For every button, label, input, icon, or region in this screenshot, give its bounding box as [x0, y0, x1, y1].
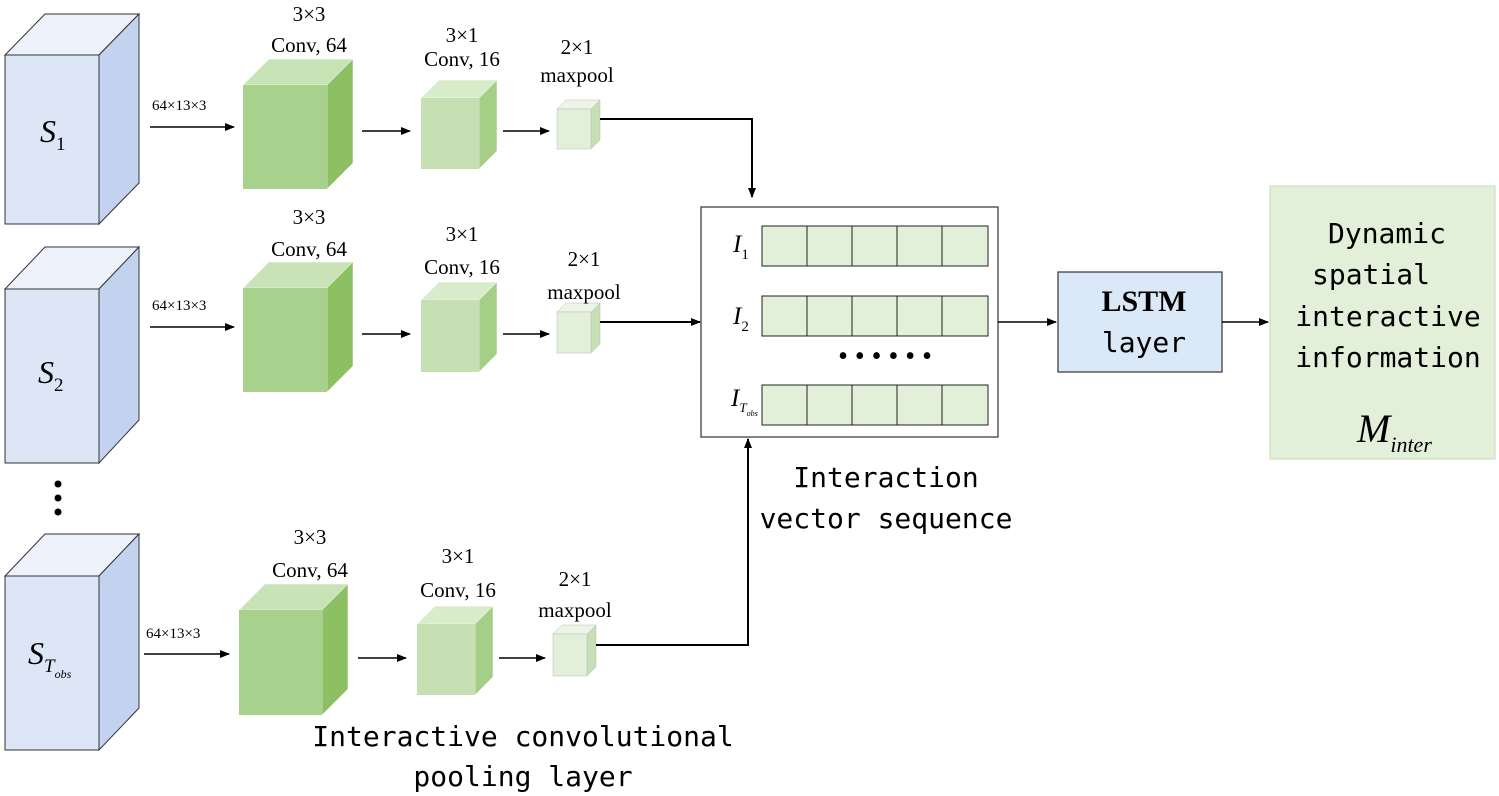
pool-side [590, 302, 601, 354]
conv1-kernel: 3×3 [294, 525, 327, 549]
interaction-vector-box: I1 I2 • • • • • • ITobs [700, 206, 999, 438]
vector-cell [896, 295, 943, 337]
conv2-front [421, 300, 479, 372]
input-block-s-tobs: STobs [3, 532, 141, 752]
pool-block [552, 624, 597, 677]
lstm-box [1057, 271, 1223, 373]
conv2-front [421, 98, 479, 169]
pool-side [586, 624, 597, 677]
output-line-3: interactive [1295, 300, 1480, 333]
conv1-front [239, 610, 322, 715]
vector-cell [761, 225, 808, 267]
input-dims-label: 64×13×3 [152, 98, 206, 114]
pool-label: maxpool [540, 63, 614, 87]
conv1-block [242, 261, 354, 393]
pool-block [556, 99, 601, 150]
vector-cell [761, 384, 808, 426]
interaction-caption-line2: vector sequence [760, 502, 1013, 535]
input-dims-label: 64×13×3 [146, 626, 200, 642]
input-dims-label: 64×13×3 [152, 298, 206, 314]
vector-cell [851, 384, 898, 426]
output-symbol: Minter [1356, 406, 1432, 457]
pool-kernel: 2×1 [561, 35, 594, 59]
vector-cell [806, 225, 853, 267]
pool-front [556, 311, 592, 354]
conv2-kernel: 3×1 [446, 222, 479, 246]
vector-row-label: I1 [732, 231, 749, 263]
conv2-block [416, 605, 494, 696]
conv2-front [417, 624, 475, 695]
output-box-bg [1269, 185, 1496, 460]
vector-row-label: I2 [732, 303, 749, 335]
arrow-pool-to-interaction [600, 118, 756, 198]
input-label: STobs [28, 635, 72, 681]
pool-side [590, 99, 601, 150]
input-block-front [4, 575, 100, 751]
interaction-caption-line1: Interaction [793, 461, 978, 494]
input-block-s1: S1 [3, 12, 141, 226]
conv2-label: Conv, 16 [424, 47, 500, 71]
input-label: S2 [38, 354, 64, 396]
output-line-1: Dynamic [1328, 217, 1446, 250]
conv2-kernel: 3×1 [446, 23, 479, 47]
vector-cell [896, 225, 943, 267]
ellipsis-dot [54, 480, 62, 488]
vector-cell [761, 295, 808, 337]
branch-1: S1 64×13×3 3×3 Conv, 64 3×1 Conv, 16 2×1… [3, 2, 756, 226]
vector-cell [806, 295, 853, 337]
output-box: Dynamic spatial interactive information … [1269, 185, 1496, 460]
conv2-label: Conv, 16 [420, 578, 496, 602]
conv2-block [420, 79, 498, 170]
output-line-4: information [1295, 341, 1480, 374]
branch-2: S2 64×13×3 3×3 Conv, 64 3×1 Conv, 16 2×1… [3, 205, 701, 465]
input-block-front [4, 288, 100, 464]
layer-caption-line1: Interactive convolutional [312, 720, 733, 753]
pool-front [552, 633, 588, 677]
vector-cell [941, 384, 989, 426]
conv1-label: Conv, 64 [271, 33, 347, 57]
conv1-label: Conv, 64 [271, 237, 347, 261]
lstm-layer-box: LSTM layer [1057, 271, 1223, 373]
vector-row-label: ITobs [730, 385, 758, 418]
vector-cell [851, 295, 898, 337]
vertical-ellipsis [54, 480, 62, 516]
conv2-block [420, 281, 498, 373]
input-block-front [4, 54, 100, 225]
vector-cell [941, 295, 989, 337]
conv2-label: Conv, 16 [424, 255, 500, 279]
ellipsis-dot [54, 494, 62, 502]
arrow-pool-to-interaction [596, 438, 752, 646]
pool-block [556, 302, 601, 354]
vector-cell [806, 384, 853, 426]
conv1-label: Conv, 64 [272, 558, 348, 582]
input-label: S1 [40, 113, 66, 155]
pool-kernel: 2×1 [559, 567, 592, 591]
vector-cell [851, 225, 898, 267]
pool-label: maxpool [538, 598, 612, 622]
vector-row-cells [761, 225, 989, 267]
conv1-kernel: 3×3 [293, 2, 326, 26]
conv1-front [243, 85, 327, 189]
pool-label: maxpool [547, 280, 621, 304]
output-line-2: spatial [1312, 258, 1430, 291]
vector-cell [896, 384, 943, 426]
conv1-block [242, 58, 354, 190]
lstm-subtitle: layer [1102, 326, 1186, 359]
layer-caption-line2: pooling layer [413, 760, 632, 793]
vector-row-dots: • • • • • • [838, 341, 932, 372]
lstm-title: LSTM [1101, 285, 1186, 318]
vector-row-cells [761, 384, 989, 426]
branch-3: STobs 64×13×3 3×3 Conv, 64 3×1 Conv, 16 … [3, 438, 752, 752]
vector-row-cells [761, 295, 989, 337]
pool-kernel: 2×1 [568, 247, 601, 271]
conv1-front [243, 288, 327, 392]
conv1-block [238, 583, 349, 716]
input-block-s2: S2 [3, 245, 141, 465]
conv2-kernel: 3×1 [442, 544, 475, 568]
ellipsis-dot [54, 508, 62, 516]
pool-front [556, 108, 592, 150]
conv1-kernel: 3×3 [293, 205, 326, 229]
vector-cell [941, 225, 989, 267]
